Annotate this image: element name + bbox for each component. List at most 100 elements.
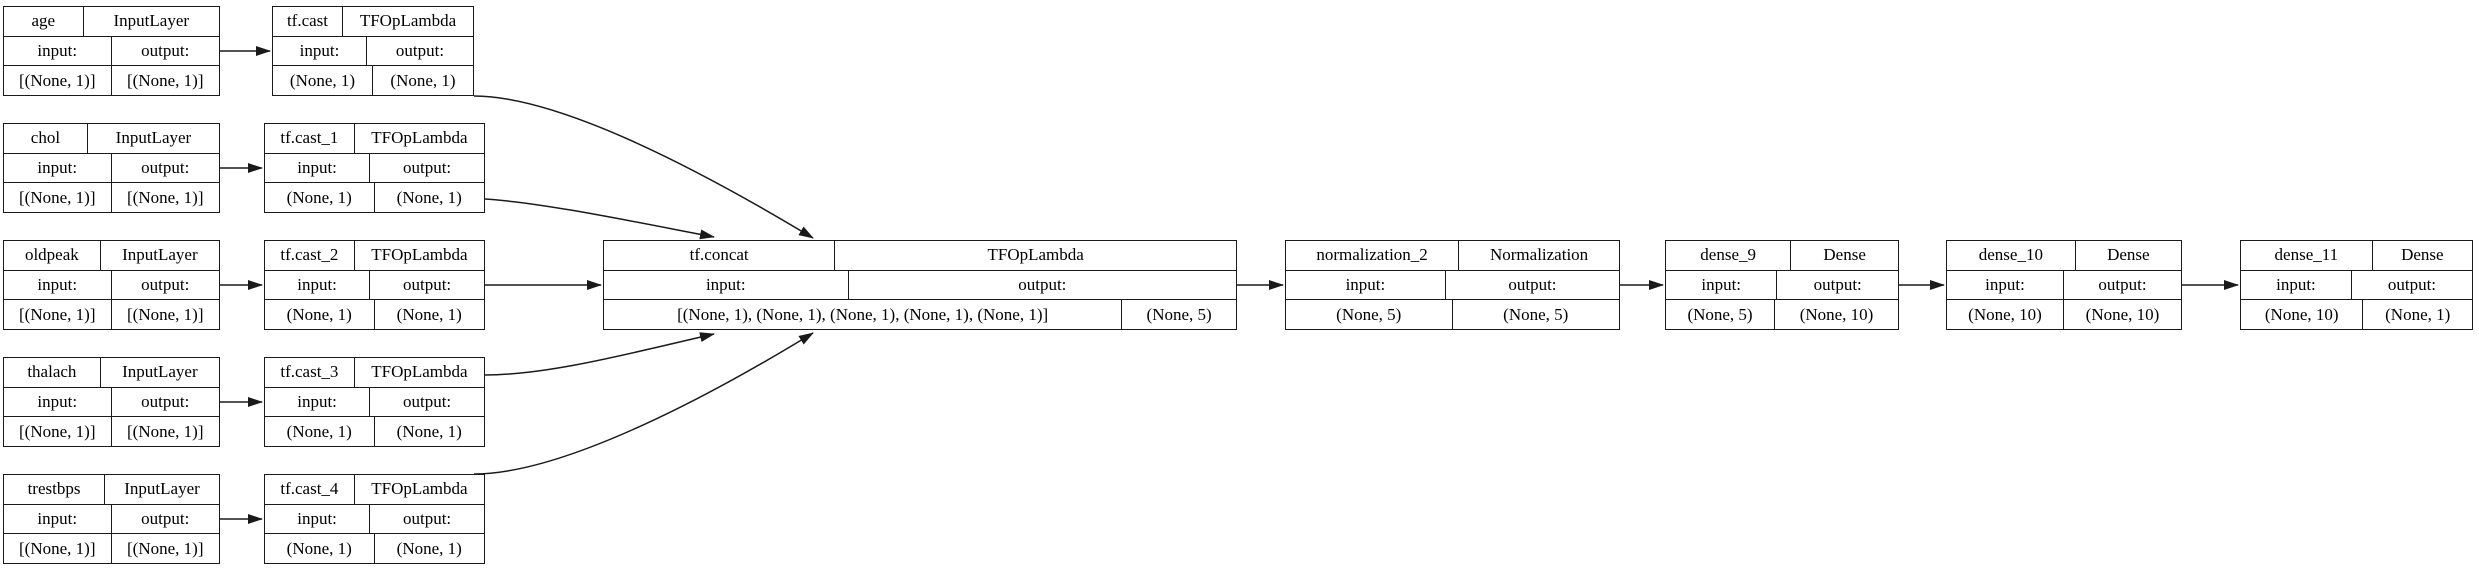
layer-name: age	[4, 7, 84, 36]
input-label: input:	[4, 153, 112, 183]
output-shape: (None, 5)	[1146, 304, 1212, 324]
layer-class: InputLayer	[124, 479, 200, 499]
layer-name: oldpeak	[4, 241, 101, 270]
input-label: input:	[1666, 270, 1778, 300]
layer-name: chol	[4, 124, 88, 153]
output-label: output:	[395, 41, 445, 60]
output-shape: (None, 1)	[390, 70, 456, 90]
edge-tf-cast-to-tf-concat	[473, 95, 814, 239]
layer-name: tf.concat	[604, 241, 836, 270]
input-shape: (None, 1)	[265, 417, 375, 447]
output-shape: [(None, 1)]	[127, 70, 204, 90]
output-shape: (None, 10)	[2085, 304, 2160, 324]
output-label: output:	[402, 275, 452, 294]
output-shape: (None, 1)	[396, 187, 462, 207]
edge-tf-cast-1-to-tf-concat	[484, 198, 715, 240]
input-label: input:	[265, 387, 371, 417]
layer-class: InputLayer	[115, 128, 192, 148]
input-label: input:	[265, 504, 371, 534]
node-dense-10: dense_10 Dense input: output: (None, 10)…	[1946, 240, 2182, 330]
output-shape: [(None, 1)]	[127, 421, 204, 441]
input-shape: (None, 1)	[265, 183, 375, 213]
input-shape: (None, 1)	[265, 300, 375, 330]
output-label: output:	[2387, 275, 2437, 294]
layer-class: Dense	[2401, 245, 2444, 265]
output-shape: (None, 10)	[1799, 304, 1874, 324]
layer-class: TFOpLambda	[371, 479, 468, 499]
input-label: input:	[1947, 270, 2064, 300]
output-label: output:	[1508, 275, 1557, 294]
node-tf-concat: tf.concat TFOpLambda input: output: [(No…	[603, 240, 1237, 330]
layer-name: tf.cast_1	[265, 124, 355, 153]
input-label: input:	[4, 504, 112, 534]
output-shape: (None, 1)	[2385, 304, 2451, 324]
node-age: age InputLayer input: output: [(None, 1)…	[3, 6, 220, 96]
input-shape: (None, 10)	[1947, 300, 2064, 330]
layer-class: InputLayer	[122, 362, 198, 382]
output-label: output:	[2098, 275, 2147, 294]
layer-class: InputLayer	[122, 245, 198, 265]
output-shape: [(None, 1)]	[127, 187, 204, 207]
input-label: input:	[4, 270, 112, 300]
node-normalization-2: normalization_2 Normalization input: out…	[1285, 240, 1620, 330]
input-shape: (None, 5)	[1666, 300, 1776, 330]
output-shape: (None, 1)	[396, 538, 462, 558]
output-shape: [(None, 1)]	[127, 304, 204, 324]
input-shape: (None, 1)	[265, 534, 375, 564]
layer-name: dense_10	[1947, 241, 2076, 270]
output-label: output:	[141, 41, 190, 60]
input-shape: [(None, 1), (None, 1), (None, 1), (None,…	[604, 300, 1123, 330]
node-thalach: thalach InputLayer input: output: [(None…	[3, 357, 220, 447]
node-tf-cast-1: tf.cast_1 TFOpLambda input: output: (Non…	[264, 123, 485, 213]
node-tf-cast-4: tf.cast_4 TFOpLambda input: output: (Non…	[264, 474, 485, 564]
layer-class: TFOpLambda	[371, 245, 468, 265]
output-label: output:	[402, 509, 452, 528]
layer-class: InputLayer	[113, 11, 190, 31]
input-shape: [(None, 1)]	[4, 183, 112, 213]
input-shape: [(None, 1)]	[4, 534, 112, 564]
node-trestbps: trestbps InputLayer input: output: [(Non…	[3, 474, 220, 564]
node-dense-11: dense_11 Dense input: output: (None, 10)…	[2240, 240, 2473, 330]
output-label: output:	[402, 158, 452, 177]
output-label: output:	[141, 275, 190, 294]
output-shape: (None, 1)	[396, 304, 462, 324]
input-shape: (None, 5)	[1286, 300, 1453, 330]
output-shape: [(None, 1)]	[127, 538, 204, 558]
layer-class: TFOpLambda	[371, 128, 468, 148]
input-shape: (None, 10)	[2241, 300, 2364, 330]
node-chol: chol InputLayer input: output: [(None, 1…	[3, 123, 220, 213]
layer-name: tf.cast_3	[265, 358, 355, 387]
layer-name: dense_11	[2241, 241, 2373, 270]
layer-name: trestbps	[4, 475, 106, 504]
layer-name: tf.cast_2	[265, 241, 355, 270]
output-label: output:	[1813, 275, 1862, 294]
input-label: input:	[265, 153, 371, 183]
layer-name: tf.cast_4	[265, 475, 355, 504]
input-label: input:	[2241, 270, 2352, 300]
layer-class: TFOpLambda	[359, 11, 457, 31]
input-shape: [(None, 1)]	[4, 300, 112, 330]
layer-name: dense_9	[1666, 241, 1792, 270]
node-tf-cast-3: tf.cast_3 TFOpLambda input: output: (Non…	[264, 357, 485, 447]
output-shape: (None, 1)	[396, 421, 462, 441]
node-tf-cast-2: tf.cast_2 TFOpLambda input: output: (Non…	[264, 240, 485, 330]
layer-class: Dense	[1823, 245, 1866, 265]
layer-name: tf.cast	[273, 7, 343, 36]
input-shape: (None, 1)	[273, 66, 373, 96]
layer-name: normalization_2	[1286, 241, 1460, 270]
layer-class: Dense	[2107, 245, 2150, 265]
output-label: output:	[141, 392, 190, 411]
output-shape: (None, 5)	[1503, 304, 1569, 324]
input-label: input:	[604, 270, 849, 300]
output-label: output:	[141, 509, 190, 528]
layer-class: TFOpLambda	[371, 362, 468, 382]
output-label: output:	[402, 392, 452, 411]
edge-tf-cast-4-to-tf-concat	[473, 332, 814, 475]
layer-name: thalach	[4, 358, 101, 387]
input-label: input:	[1286, 270, 1446, 300]
input-shape: [(None, 1)]	[4, 417, 112, 447]
output-label: output:	[1018, 275, 1067, 294]
layer-class: Normalization	[1489, 245, 1589, 265]
input-label: input:	[265, 270, 371, 300]
